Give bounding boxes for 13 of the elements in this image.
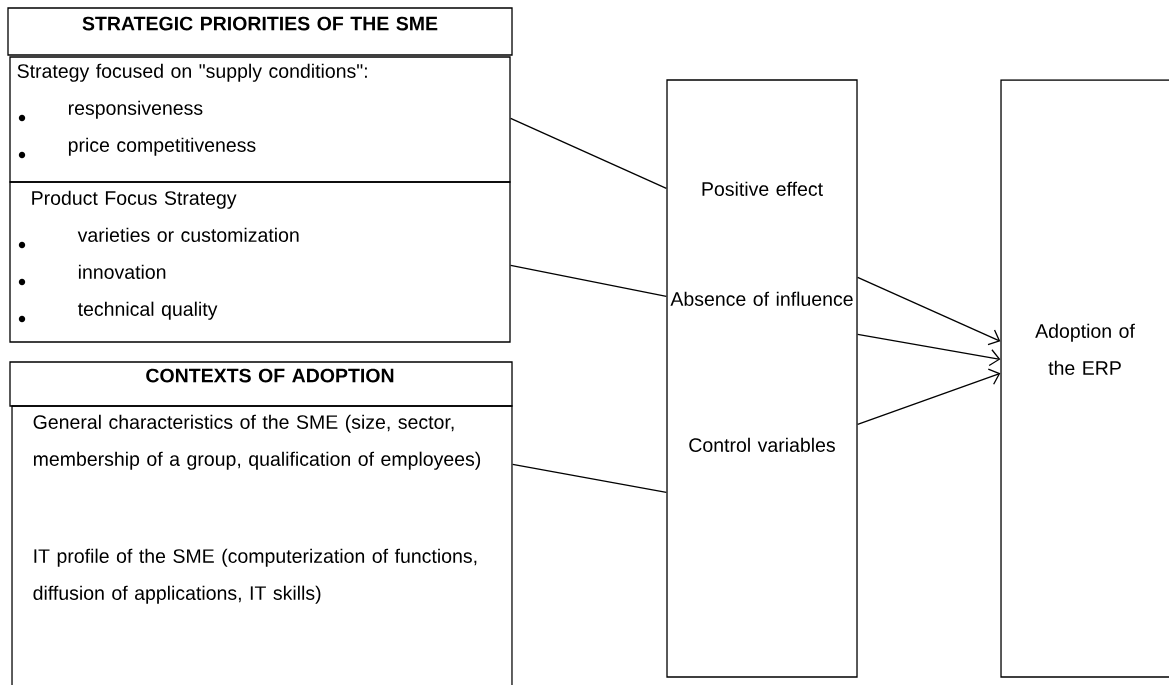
text-box: Product Focus Strategy varieties or customization innovation technical quality	[9, 181, 511, 343]
arrow	[857, 368, 1001, 425]
connector-line	[510, 264, 667, 297]
heading-box: STRATEGIC PRIORITIES OF THE SME	[7, 7, 513, 56]
connector-line	[510, 117, 667, 189]
arrow	[857, 333, 1001, 367]
text-box: Adoption of the ERP	[1000, 79, 1169, 678]
arrow	[857, 276, 1001, 346]
text-box: General characteristics of the SME (size, sector, membership of a group, qualification of employees) IT profile of the SME (computerization of functions, diffusion of applications, IT skills)	[11, 405, 513, 685]
text-box: Positive effect Absence of influence Control variables	[666, 79, 858, 678]
connector-line	[512, 463, 667, 493]
text-box: Strategy focused on "supply conditions": responsiveness price competitiveness	[9, 56, 511, 183]
heading-box: CONTEXTS OF ADOPTION	[9, 361, 513, 407]
